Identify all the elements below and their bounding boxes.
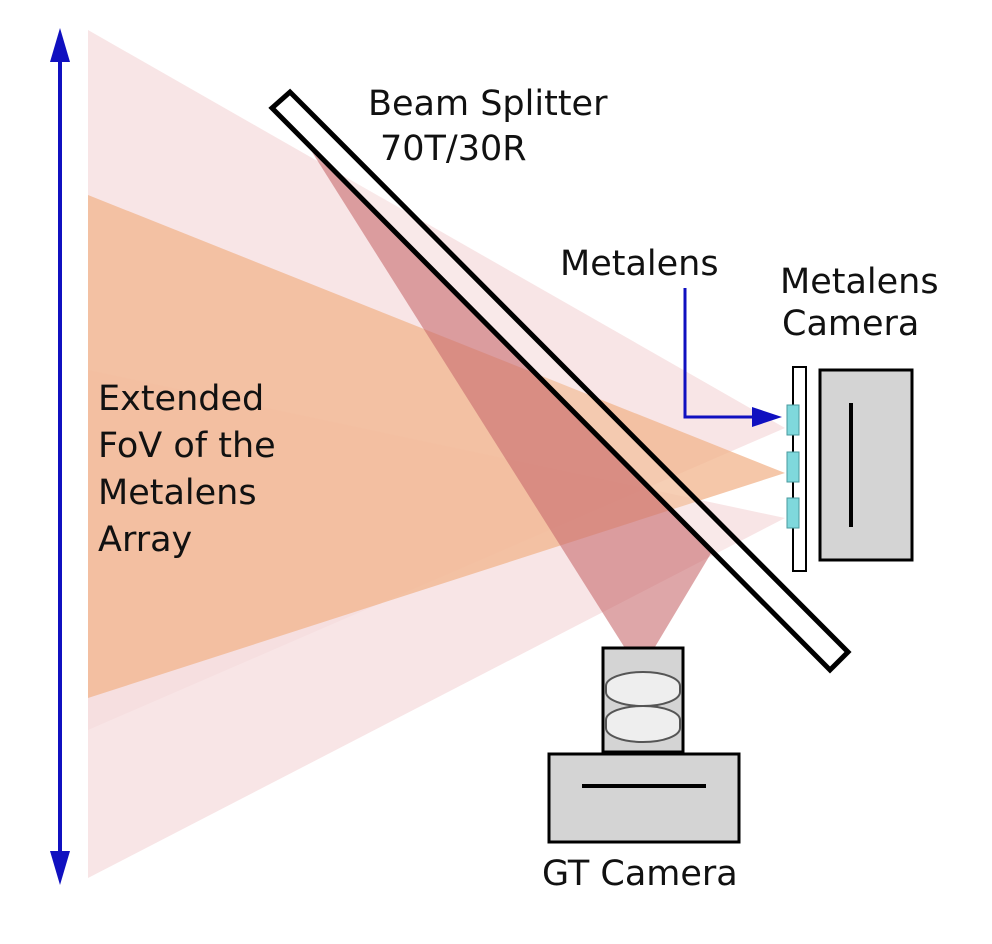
metalens-element-2 <box>786 451 800 483</box>
gt-camera <box>547 646 741 844</box>
fov-label-line4: Array <box>98 520 192 560</box>
metalens-element-3 <box>786 497 800 529</box>
fov-label-line3: Metalens <box>98 473 257 513</box>
metalens-label: Metalens <box>560 244 719 284</box>
fov-label-line1: Extended <box>98 379 264 419</box>
arrowhead-up-icon <box>50 28 70 62</box>
gt-lens-element-1 <box>605 671 681 707</box>
metalens-camera <box>786 366 914 572</box>
beam-splitter-label: Beam Splitter <box>368 84 608 124</box>
arrowhead-down-icon <box>50 851 70 885</box>
metalens-camera-label: Metalens <box>780 262 939 302</box>
fov-cone-middle <box>88 195 785 698</box>
fov-label-line2: FoV of the <box>98 426 276 466</box>
gt-camera-body <box>547 752 741 844</box>
gt-lens-element-2 <box>605 705 681 743</box>
gt-camera-label: GT Camera <box>542 854 738 894</box>
metalens-pointer-arrow <box>683 288 782 427</box>
metalens-camera-label-line2: Camera <box>782 304 919 344</box>
extended-fov-arrow <box>50 28 70 885</box>
beam-splitter-ratio-label: 70T/30R <box>380 129 527 169</box>
metalens-camera-body <box>818 368 914 562</box>
gt-camera-beam <box>312 152 713 672</box>
metalens-element-1 <box>786 404 800 436</box>
arrowhead-right-icon <box>752 407 782 427</box>
beam-splitter <box>268 88 852 674</box>
